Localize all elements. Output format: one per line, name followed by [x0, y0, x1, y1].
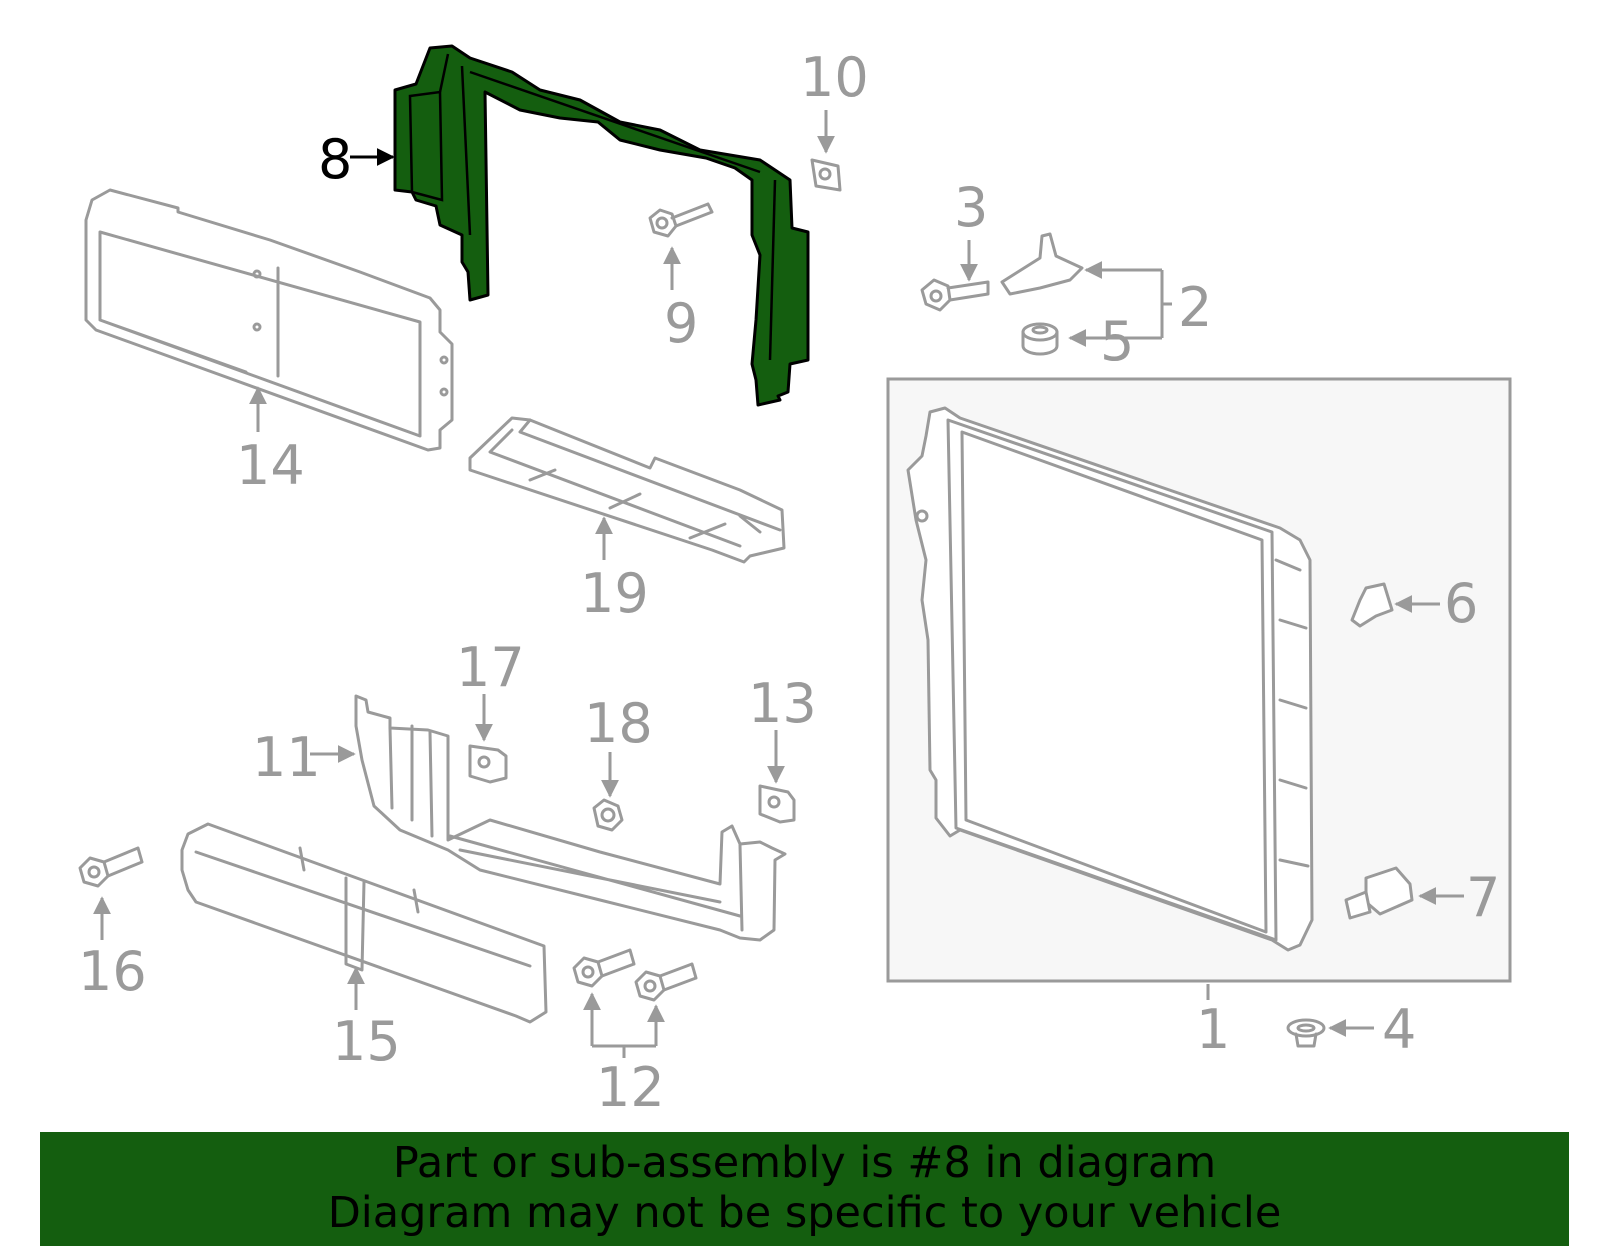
callout-2: 2 — [1178, 276, 1212, 339]
callout-labels: 8 10 9 3 2 5 14 19 6 7 1 4 11 17 18 13 1… — [78, 46, 1500, 1119]
part-2-bracket[interactable] — [1000, 232, 1084, 296]
callout-7: 7 — [1466, 866, 1500, 929]
callout-6: 6 — [1444, 572, 1478, 635]
part-16-bolt[interactable] — [78, 846, 144, 888]
part-10-clip[interactable] — [810, 158, 842, 192]
part-9-bolt[interactable] — [648, 202, 714, 238]
part-19-air-guide[interactable] — [468, 416, 786, 564]
callout-4: 4 — [1382, 998, 1416, 1061]
callout-8: 8 — [318, 128, 352, 191]
part-6-clip[interactable] — [1350, 582, 1394, 628]
callout-3: 3 — [954, 176, 988, 239]
callout-11: 11 — [252, 726, 321, 789]
part-1-radiator[interactable] — [906, 406, 1314, 952]
callout-10: 10 — [800, 46, 869, 109]
leader-lines — [93, 110, 1464, 1058]
part-11-lower-baffle[interactable] — [354, 694, 787, 942]
callout-14: 14 — [236, 434, 305, 497]
callout-13: 13 — [748, 672, 817, 735]
callout-18: 18 — [584, 692, 653, 755]
part-18-nut[interactable] — [592, 798, 624, 832]
callout-17: 17 — [456, 636, 525, 699]
banner-line-2: Diagram may not be specific to your vehi… — [327, 1188, 1282, 1238]
part-14-upper-panel[interactable] — [84, 188, 454, 452]
part-12-bolts[interactable] — [572, 948, 698, 1002]
callout-16: 16 — [78, 940, 147, 1003]
part-5-grommet[interactable] — [1021, 322, 1059, 356]
part-4-grommet[interactable] — [1286, 1018, 1326, 1048]
callout-12: 12 — [596, 1056, 665, 1119]
banner-line-1: Part or sub-assembly is #8 in diagram — [392, 1138, 1217, 1188]
callout-19: 19 — [580, 562, 649, 625]
callout-15: 15 — [332, 1010, 401, 1073]
callout-9: 9 — [664, 292, 698, 355]
part-13-clip[interactable] — [758, 784, 796, 824]
part-3-bolt[interactable] — [920, 278, 990, 312]
callout-1: 1 — [1196, 998, 1230, 1061]
part-17-clip[interactable] — [468, 744, 508, 784]
callout-5: 5 — [1100, 310, 1134, 373]
part-8-air-baffle[interactable] — [393, 44, 810, 407]
part-7-sensor[interactable] — [1344, 866, 1414, 920]
info-banner: Part or sub-assembly is #8 in diagram Di… — [40, 1132, 1569, 1246]
